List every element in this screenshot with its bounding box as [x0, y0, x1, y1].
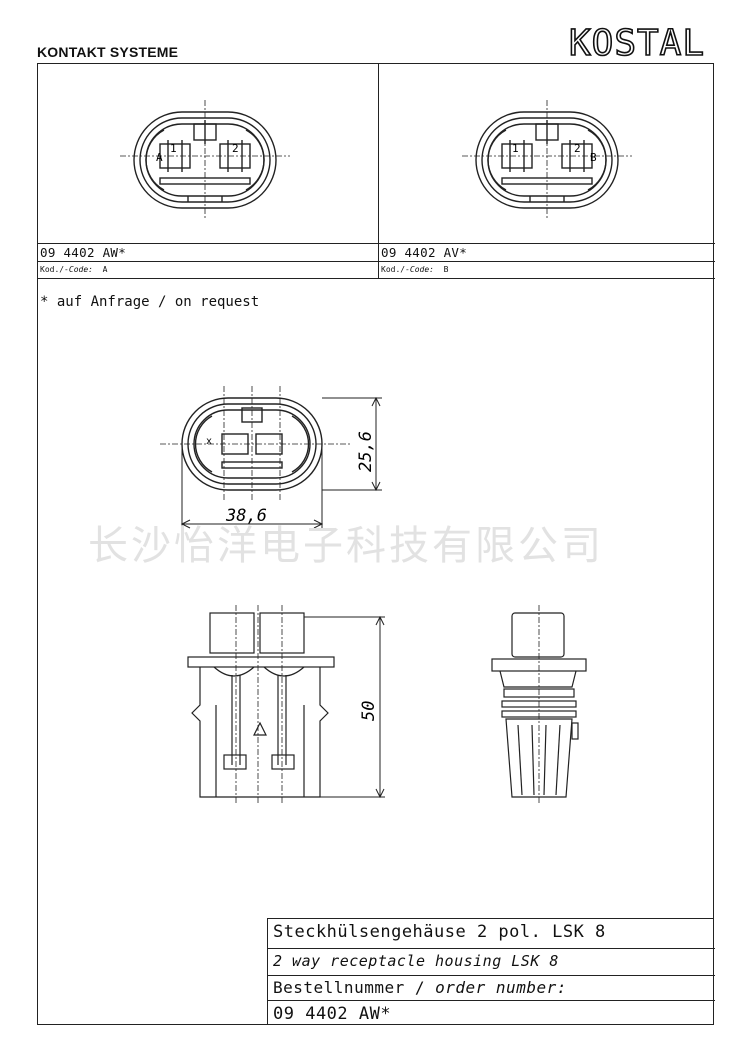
pin-2-label: 2: [574, 142, 581, 155]
profile-view: [491, 605, 587, 805]
pin-1-label: 1: [512, 142, 519, 155]
coding-label-x: x: [206, 436, 212, 447]
section-title: KONTAKT SYSTEME: [37, 44, 179, 60]
availability-note: * auf Anfrage / on request: [40, 294, 260, 310]
brand-text: KOSTAL: [569, 23, 705, 62]
pin-2-label: 2: [232, 142, 239, 155]
side-section-view: 50: [187, 605, 385, 805]
pin-1-label: 1: [170, 142, 177, 155]
variant-b-code: Kod./-Code: B: [381, 265, 449, 274]
dimension-width: 38,6: [225, 506, 267, 526]
variant-a-code: Kod./-Code: A: [40, 265, 108, 274]
variant-b-part-number: 09 4402 AV*: [381, 245, 468, 260]
dimension-length: 50: [359, 701, 379, 721]
front-view-dimensioned: x 25,6 38,6: [160, 386, 382, 530]
order-number-label: Bestellnummer / order number:: [273, 978, 567, 997]
drawing-frame: [37, 63, 715, 1025]
connector-face-code-a: A 1 2: [120, 100, 290, 220]
product-name-de: Steckhülsengehäuse 2 pol. LSK 8: [273, 922, 606, 942]
order-number-value: 09 4402 AW*: [273, 1004, 392, 1024]
product-name-en: 2 way receptacle housing LSK 8: [273, 952, 559, 970]
kostal-logo: KOSTAL: [568, 22, 705, 62]
coding-label-a: A: [156, 151, 163, 164]
variant-a-part-number: 09 4402 AW*: [40, 245, 127, 260]
watermark: 长沙怡洋电子科技有限公司: [88, 523, 604, 569]
connector-face-code-b: 1 2 B: [462, 100, 632, 220]
coding-label-b: B: [590, 151, 597, 164]
title-block: Steckhülsengehäuse 2 pol. LSK 8 2 way re…: [267, 918, 715, 1025]
dimension-height: 25,6: [356, 431, 376, 472]
